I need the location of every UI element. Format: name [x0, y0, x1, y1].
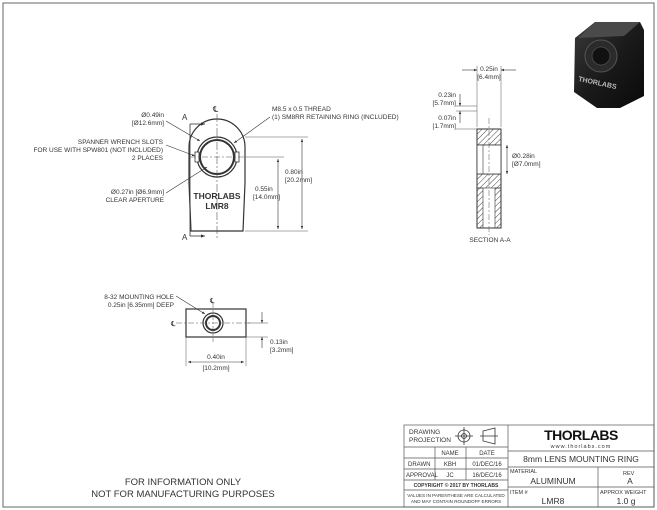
section-depth1-mm-label: [5.7mm]: [433, 100, 457, 107]
aperture-label: Ø0.27in [Ø6.9mm]: [111, 189, 164, 196]
bottom-offset-mm-label: [3.2mm]: [270, 347, 294, 354]
section-bore-label: Ø0.28in: [512, 153, 535, 160]
rev-label: REV: [623, 471, 635, 477]
mounting-hole-label: 8-32 MOUNTING HOLE: [104, 294, 174, 301]
material-value: ALUMINUM: [530, 476, 575, 486]
spanner-label-3: 2 PLACES: [132, 155, 164, 162]
company-website: www.thorlabs.com: [550, 444, 612, 450]
section-hatch-right: [494, 187, 502, 229]
projection-symbol: [455, 427, 498, 445]
aperture-desc-label: CLEAR APERTURE: [106, 197, 165, 204]
leader-aperture: [165, 166, 208, 194]
engraved-part-number: LMR8: [205, 201, 228, 211]
drawing-projection-label-1: DRAWING: [409, 429, 440, 436]
bottom-centerline-symbol-top: ℄: [209, 298, 215, 305]
engraved-logo: THORLABS: [193, 191, 241, 201]
bottom-width-label: 0.40in: [207, 354, 225, 361]
title-block: [403, 424, 655, 508]
total-height-label: 0.80in: [285, 169, 303, 176]
section-width-label: 0.25in: [480, 66, 498, 73]
mounting-hole-depth-label: 0.25in [6.35mm] DEEP: [108, 302, 174, 309]
item-label: ITEM #: [510, 490, 529, 496]
section-hatch-left: [476, 187, 484, 229]
thread-label: M8.5 x 0.5 THREAD: [272, 106, 331, 113]
center-height-mm-label: [14.0mm]: [253, 194, 280, 201]
outer-dia-mm-label: [Ø12.6mm]: [132, 120, 164, 127]
drawn-name: KBH: [444, 462, 456, 468]
company-logo: THORLABS: [544, 427, 618, 443]
bottom-centerline-symbol-left: ℄: [170, 321, 176, 328]
leader-mounting-hole: [175, 295, 206, 315]
drawn-label: DRAWN: [408, 462, 430, 468]
title-block-frame: [403, 424, 655, 508]
section-depth1-label: 0.23in: [438, 92, 456, 99]
material-label: MATERIAL: [510, 469, 537, 475]
approval-date: 16/DEC/16: [472, 473, 502, 479]
leader-spanner: [165, 144, 196, 157]
render-top-face: [578, 22, 640, 38]
product-render: THORLABS: [574, 22, 644, 108]
bottom-width-mm-label: [10.2mm]: [202, 365, 229, 372]
name-header: NAME: [441, 451, 458, 457]
spanner-label-2: FOR USE WITH SPW801 (NOT INCLUDED): [33, 147, 163, 154]
section-bore-mm-label: [Ø7.0mm]: [512, 161, 541, 168]
total-height-mm-label: [20.2mm]: [285, 177, 312, 184]
section-depth2-mm-label: [1.7mm]: [433, 123, 457, 130]
section-title: SECTION A-A: [469, 237, 511, 244]
copyright-text: COPYRIGHT © 2017 BY THORLABS: [414, 482, 499, 489]
values-note-1: VALUES IN PARENTHESE ARE CALCULATED: [407, 493, 505, 498]
date-header: DATE: [479, 451, 495, 457]
front-centerline-symbol: ℄: [212, 105, 219, 114]
section-depth2-label: 0.07in: [438, 115, 456, 122]
center-height-label: 0.55in: [255, 186, 273, 193]
leader-outer-dia: [165, 120, 201, 142]
disclaimer-line-1: FOR INFORMATION ONLY: [125, 477, 242, 488]
values-note-2: AND MAY CONTAIN ROUNDOFF ERRORS: [411, 499, 501, 504]
leader-thread: [233, 116, 271, 144]
drawing-projection-label-2: PROJECTION: [409, 437, 451, 444]
item-value: LMR8: [542, 496, 565, 506]
section-letter-bottom: A: [182, 233, 188, 242]
drawing-title: 8mm LENS MOUNTING RING: [523, 454, 639, 464]
bottom-offset-label: 0.13in: [270, 339, 288, 346]
drawn-date: 01/DEC/16: [472, 462, 502, 468]
weight-value: 1.0 g: [617, 496, 636, 506]
front-view: THORLABS LMR8 ℄ A A Ø0.49in [Ø12.6mm] M8…: [33, 105, 398, 242]
retaining-ring-label: (1) SM8RR RETAINING RING (INCLUDED): [272, 114, 399, 121]
spanner-label-1: SPANNER WRENCH SLOTS: [78, 139, 164, 146]
approval-label: APPROVAL: [406, 473, 439, 479]
approval-name: JC: [446, 473, 454, 479]
render-aperture: [591, 46, 611, 66]
section-width-mm-label: [6.4mm]: [477, 74, 501, 81]
outer-dia-label: Ø0.49in: [141, 112, 164, 119]
bottom-view: ℄ ℄ 8-32 MOUNTING HOLE 0.25in [6.35mm] D…: [104, 294, 293, 372]
rev-value: A: [627, 476, 633, 486]
section-view: 0.25in [6.4mm] 0.23in [5.7mm] 0.07in [1.…: [433, 66, 541, 244]
disclaimer-line-2: NOT FOR MANUFACTURING PURPOSES: [91, 489, 275, 500]
weight-label: APPROX WEIGHT: [600, 490, 647, 496]
section-letter-top: A: [182, 113, 188, 122]
